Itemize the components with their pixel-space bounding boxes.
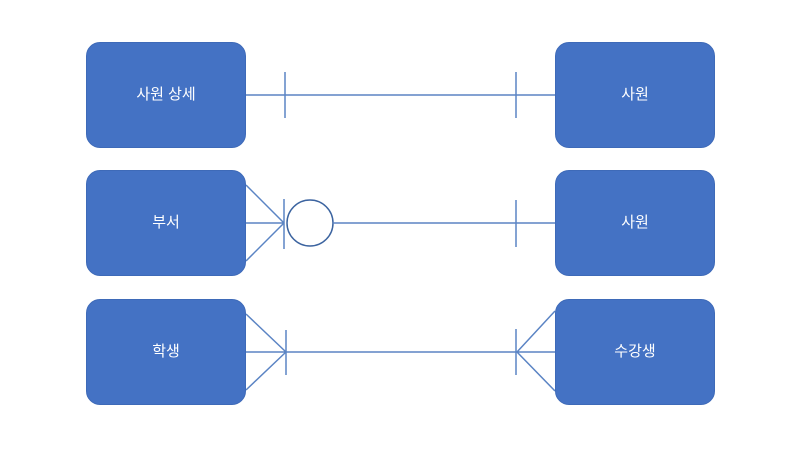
row3-right-entity-label: 수강생 [614,343,656,360]
row3-left-entity-box: 학생 [86,299,246,405]
row1-right-entity-box: 사원 [555,42,715,148]
row3-left-entity-label: 학생 [152,343,180,360]
row2-right-entity-box: 사원 [555,170,715,276]
row2-left-entity-label: 부서 [152,214,180,231]
row1-left-entity-box: 사원 상세 [86,42,246,148]
row1-right-entity-label: 사원 [621,86,649,103]
row3-left-cardinality-crow-foot [245,313,287,391]
row3-right-cardinality-crow-foot [516,310,556,392]
row2-right-entity-label: 사원 [621,214,649,231]
row1-connector [246,72,555,118]
row2-connector [245,184,555,262]
row2-left-cardinality-zero-circle [286,199,334,247]
row2-left-entity-box: 부서 [86,170,246,276]
row2-left-cardinality-crow-foot [245,184,285,262]
row3-connector [245,310,556,392]
row3-right-entity-box: 수강생 [555,299,715,405]
row1-left-entity-label: 사원 상세 [136,86,196,103]
